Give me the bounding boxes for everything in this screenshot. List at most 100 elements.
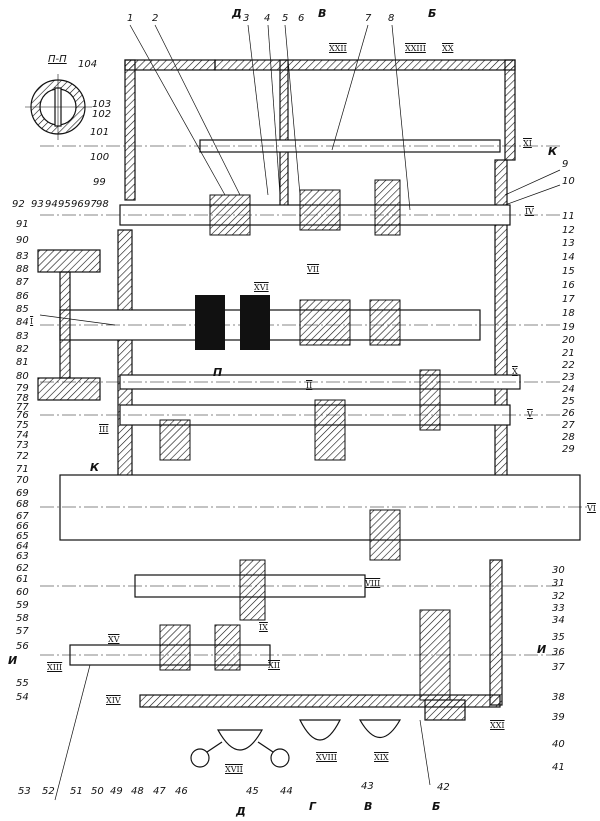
callout-17: 17 — [562, 294, 575, 305]
callout-96: 96 — [71, 199, 84, 210]
shaft-label-xvi: XVI — [254, 283, 269, 292]
callout-35: 35 — [552, 632, 565, 643]
callout-83: 83 — [16, 251, 29, 262]
section-mark-b-bottom: Б — [432, 800, 441, 813]
shaft-label-ix: IX — [259, 623, 268, 632]
callout-80: 80 — [16, 371, 29, 382]
callout-98: 98 — [96, 199, 109, 210]
shaft-label-xx: XX — [442, 44, 454, 53]
callout-24: 24 — [562, 384, 575, 395]
callout-26: 26 — [562, 408, 575, 419]
callout-18: 18 — [562, 308, 575, 319]
callout-31: 31 — [552, 578, 565, 589]
callout-81: 81 — [16, 357, 29, 368]
callout-57: 57 — [16, 626, 29, 637]
callout-97: 97 — [84, 199, 97, 210]
callout-93: 93 — [31, 199, 44, 210]
callout-48: 48 — [131, 786, 144, 797]
callout-37: 37 — [552, 662, 565, 673]
callout-54: 54 — [16, 692, 29, 703]
callout-40: 40 — [552, 739, 565, 750]
callout-79: 79 — [16, 383, 29, 394]
callout-85: 85 — [16, 304, 29, 315]
callout-30: 30 — [552, 565, 565, 576]
callout-70: 70 — [16, 475, 29, 486]
callout-9: 9 — [562, 159, 569, 170]
drive-pulley — [37, 249, 101, 401]
section-mark-g-bottom: Г — [309, 800, 317, 813]
callout-8: 8 — [388, 13, 395, 24]
callout-90: 90 — [16, 235, 29, 246]
shaft-vi — [59, 474, 581, 541]
inset-callout: 104 — [78, 59, 98, 70]
callout-44: 44 — [280, 786, 293, 797]
inset-title: П-П — [48, 54, 67, 65]
callout-3: 3 — [243, 13, 250, 24]
callout-78: 78 — [16, 393, 29, 404]
callout-27: 27 — [562, 420, 575, 431]
shaft-label-iv: IV — [525, 207, 534, 216]
callout-41: 41 — [552, 762, 565, 773]
callout-1: 1 — [127, 13, 134, 24]
callout-99: 99 — [93, 177, 106, 188]
shaft-label-v: V — [527, 410, 533, 419]
shaft-label-xxiii: XXIII — [405, 44, 426, 53]
shaft-label-vi: VI — [587, 504, 596, 513]
callout-65: 65 — [16, 531, 29, 542]
callout-51: 51 — [70, 786, 83, 797]
callout-91: 91 — [16, 219, 29, 230]
section-mark-i-left: И — [8, 654, 18, 667]
callout-84: 84 — [16, 317, 29, 328]
callout-66: 66 — [16, 521, 29, 532]
callout-23: 23 — [562, 372, 575, 383]
callout-34: 34 — [552, 615, 565, 626]
callout-102: 102 — [92, 109, 112, 120]
control-knobs — [190, 699, 466, 768]
callout-29: 29 — [562, 444, 575, 455]
callout-49: 49 — [110, 786, 123, 797]
gears — [159, 179, 451, 701]
shaft-label-xi: XI — [523, 139, 532, 148]
leader-lines — [39, 24, 561, 801]
callout-68: 68 — [16, 499, 29, 510]
callout-77: 77 — [16, 402, 29, 413]
callout-43: 43 — [361, 781, 374, 792]
callout-22: 22 — [562, 360, 575, 371]
callout-7: 7 — [365, 13, 372, 24]
callout-75: 75 — [16, 420, 29, 431]
section-mark-k-right: К — [548, 145, 557, 158]
section-mark-d-top: Д — [232, 7, 242, 20]
callout-64: 64 — [16, 541, 29, 552]
shaft-label-xvii: XVII — [225, 765, 243, 774]
callout-52: 52 — [42, 786, 55, 797]
callout-53: 53 — [18, 786, 31, 797]
callout-46: 46 — [175, 786, 188, 797]
callout-60: 60 — [16, 587, 29, 598]
callout-63: 63 — [16, 551, 29, 562]
callout-72: 72 — [16, 451, 29, 462]
callout-5: 5 — [282, 13, 289, 24]
shaft-label-xiii: XIII — [47, 663, 63, 672]
callout-59: 59 — [16, 600, 29, 611]
shaft-label-ii: II — [306, 381, 313, 390]
callout-88: 88 — [16, 264, 29, 275]
section-mark-d-bottom: Д — [236, 805, 246, 818]
section-mark-b-top: Б — [428, 7, 437, 20]
callout-21: 21 — [562, 348, 575, 359]
section-mark-k-left: К — [90, 461, 99, 474]
callout-16: 16 — [562, 280, 575, 291]
section-mark-v-top: В — [318, 7, 327, 20]
callout-36: 36 — [552, 647, 565, 658]
section-mark-v-bottom: В — [364, 800, 373, 813]
callout-73: 73 — [16, 440, 29, 451]
shaft-label-i: I — [30, 317, 34, 326]
shaft-label-iii: III — [99, 425, 109, 434]
callout-13: 13 — [562, 238, 575, 249]
callout-67: 67 — [16, 511, 29, 522]
shaft-label-vii: VII — [307, 265, 320, 274]
callout-103: 103 — [92, 99, 112, 110]
callout-50: 50 — [91, 786, 104, 797]
callout-38: 38 — [552, 692, 565, 703]
section-mark-p: П — [213, 366, 223, 379]
callout-10: 10 — [562, 176, 575, 187]
